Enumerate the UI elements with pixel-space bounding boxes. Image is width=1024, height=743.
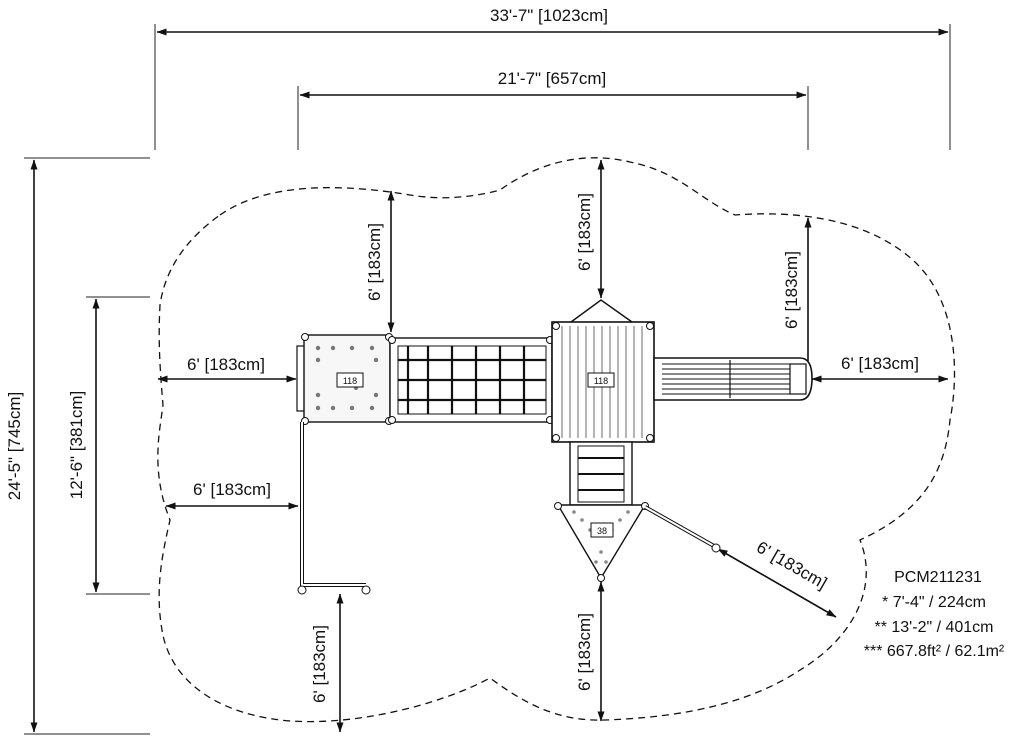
inner-width-label: 21'-7" [657cm] — [498, 69, 607, 88]
clearance-bottom-center-label: 6' [183cm] — [575, 613, 594, 691]
monkey-bar-bridge — [388, 336, 554, 424]
left-deck-tag: 118 — [343, 376, 357, 386]
safety-zone-outline — [157, 157, 956, 723]
clearance-right-label: 6' [183cm] — [841, 354, 919, 373]
swing-rail — [297, 422, 371, 595]
model-number: PCM211231 — [894, 569, 982, 586]
clearance-left-upper-label: 6' [183cm] — [187, 355, 265, 374]
main-tower — [551, 299, 655, 443]
clearance-top-right-label: 6' [183cm] — [782, 251, 801, 329]
info-block: PCM211231 * 7'-4" / 224cm ** 13'-2" / 40… — [864, 569, 1005, 660]
dimension-lines — [30, 28, 949, 733]
triangle-deck-tag: 38 — [597, 526, 607, 536]
overall-width-label: 33'-7" [1023cm] — [490, 6, 608, 25]
info-height-line: * 7'-4" / 224cm — [882, 594, 986, 611]
info-length-line: ** 13'-2" / 401cm — [874, 619, 993, 636]
main-deck-tag: 118 — [594, 376, 608, 386]
ladder — [569, 441, 633, 506]
clearance-left-lower-label: 6' [183cm] — [193, 480, 271, 499]
clearance-top-center-label: 6' [183cm] — [575, 193, 594, 271]
overall-depth-label: 24'-5" [745cm] — [5, 392, 24, 501]
triangle-deck — [554, 502, 649, 582]
clearance-bottom-left-label: 6' [183cm] — [310, 625, 329, 703]
inner-depth-label: 12'-6" [381cm] — [67, 391, 86, 500]
clearance-top-left-label: 6' [183cm] — [365, 223, 384, 301]
slide — [653, 357, 813, 401]
extension-lines — [24, 24, 951, 735]
info-area-line: *** 667.8ft² / 62.1m² — [864, 643, 1005, 660]
diagonal-rope — [644, 505, 721, 553]
clearance-diagonal-label: 6' [183cm] — [753, 538, 830, 593]
